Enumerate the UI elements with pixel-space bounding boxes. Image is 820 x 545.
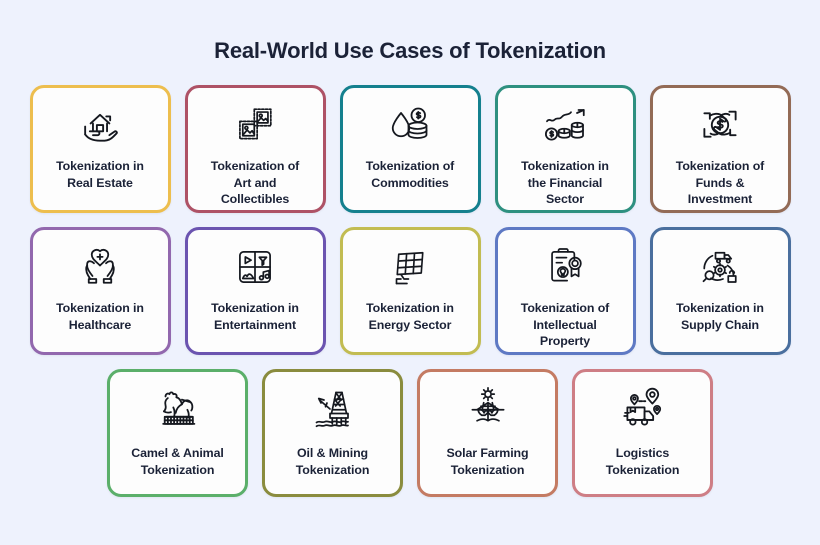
card-logistics-tokenization[interactable]: Logistics Tokenization	[572, 369, 713, 498]
card-tokenization-supply-chain[interactable]: Tokenization in Supply Chain	[649, 227, 791, 356]
oil-drop-coins-icon	[380, 97, 440, 153]
card-tokenization-entertainment[interactable]: Tokenization in Entertainment	[184, 227, 326, 356]
media-grid-icon	[225, 239, 285, 295]
delivery-truck-pins-icon	[613, 381, 673, 437]
card-label: Tokenization in Healthcare	[56, 301, 144, 332]
card-tokenization-healthcare[interactable]: Tokenization in Healthcare	[29, 227, 171, 356]
card-label: Tokenization of Funds & Investment	[675, 159, 765, 207]
card-camel-animal-tokenization[interactable]: Camel & Animal Tokenization	[107, 369, 248, 498]
hands-holding-coin-icon	[690, 97, 750, 153]
card-label: Tokenization of Commodities	[365, 159, 455, 190]
hands-heart-medical-icon	[70, 239, 130, 295]
art-frames-icon	[225, 97, 285, 153]
camel-icon	[148, 381, 208, 437]
card-row-2: Tokenization in Healthcare	[0, 227, 820, 356]
card-tokenization-art-collectibles[interactable]: Tokenization of Art and Collectibles	[184, 85, 326, 214]
card-label: Solar Farming Tokenization	[446, 446, 529, 477]
card-label: Oil & Mining Tokenization	[295, 446, 370, 477]
growth-chart-coins-icon	[535, 97, 595, 153]
card-tokenization-commodities[interactable]: Tokenization of Commodities	[339, 85, 481, 214]
card-label: Tokenization in Entertainment	[211, 301, 299, 332]
clipboard-lightbulb-seal-icon	[535, 239, 595, 295]
card-label: Tokenization in the Financial Sector	[521, 159, 609, 207]
card-label: Tokenization of Intellectual Property	[520, 301, 610, 349]
card-tokenization-energy-sector[interactable]: Tokenization in Energy Sector	[339, 227, 481, 356]
card-label: Tokenization in Real Estate	[56, 159, 144, 190]
card-row-3: Camel & Animal Tokenization	[0, 369, 820, 498]
card-label: Logistics Tokenization	[605, 446, 680, 477]
card-label: Tokenization in Supply Chain	[676, 301, 764, 332]
oil-rig-icon	[303, 381, 363, 437]
card-tokenization-real-estate[interactable]: Tokenization in Real Estate	[29, 85, 171, 214]
house-in-hand-icon	[70, 97, 130, 153]
solar-farm-sun-icon	[458, 381, 518, 437]
card-tokenization-funds-investment[interactable]: Tokenization of Funds & Investment	[649, 85, 791, 214]
card-label: Camel & Animal Tokenization	[131, 446, 224, 477]
card-label: Tokenization in Energy Sector	[366, 301, 454, 332]
card-solar-farming-tokenization[interactable]: Solar Farming Tokenization	[417, 369, 558, 498]
card-label: Tokenization of Art and Collectibles	[210, 159, 300, 207]
page-title: Real-World Use Cases of Tokenization	[214, 38, 606, 63]
card-tokenization-intellectual-property[interactable]: Tokenization of Intellectual Property	[494, 227, 636, 356]
supply-chain-truck-gear-icon	[690, 239, 750, 295]
card-row-1: Tokenization in Real Estate Token	[0, 85, 820, 214]
card-oil-mining-tokenization[interactable]: Oil & Mining Tokenization	[262, 369, 403, 498]
solar-panel-icon	[380, 239, 440, 295]
card-tokenization-financial-sector[interactable]: Tokenization in the Financial Sector	[494, 85, 636, 214]
card-grid: Tokenization in Real Estate Token	[0, 85, 820, 498]
